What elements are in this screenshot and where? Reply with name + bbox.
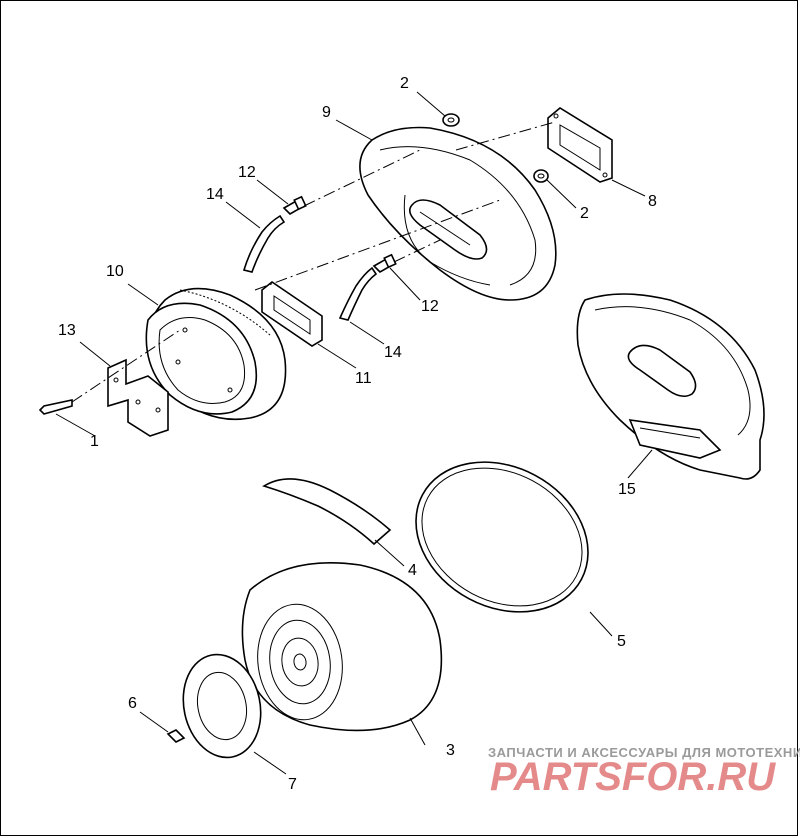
callout-6: 6 <box>128 695 137 712</box>
part-8-gasket <box>547 107 613 183</box>
part-12-breather-bolt-lower <box>372 253 397 273</box>
callout-4: 4 <box>408 562 417 579</box>
callout-2-top: 2 <box>400 75 409 92</box>
part-15-backplate-assembly <box>576 293 765 480</box>
callout-2-right: 2 <box>580 205 589 222</box>
part-3-cover <box>241 562 443 732</box>
callout-11: 11 <box>355 370 372 387</box>
part-6-screw <box>166 729 186 743</box>
alignment-lines <box>71 121 556 403</box>
callout-13: 13 <box>58 322 76 339</box>
callout-12-upper: 12 <box>238 164 256 181</box>
callout-1: 1 <box>90 433 99 450</box>
leader-lines <box>55 91 653 775</box>
part-4-trim-strip <box>262 478 392 546</box>
callout-8: 8 <box>648 193 657 210</box>
callout-14-upper: 14 <box>206 186 224 203</box>
part-1-bolt <box>38 399 73 415</box>
part-9-backplate <box>359 126 557 301</box>
part-11-gasket <box>261 281 323 347</box>
part-7-medallion <box>182 653 262 759</box>
part-13-bracket <box>107 358 169 437</box>
part-2-washer-right <box>533 169 549 183</box>
callout-7: 7 <box>288 776 297 793</box>
callout-5: 5 <box>617 633 626 650</box>
watermark: ЗАПЧАСТИ И АКСЕССУАРЫ ДЛЯ МОТОТЕХНИКИ PA… <box>488 745 800 799</box>
callout-3: 3 <box>446 742 455 759</box>
callout-10: 10 <box>106 263 124 280</box>
callout-14-lower: 14 <box>384 344 402 361</box>
callout-15: 15 <box>618 481 636 498</box>
part-2-washer-top <box>442 113 460 127</box>
callout-9: 9 <box>322 104 331 121</box>
callout-labels: 1 2 2 3 4 5 6 7 8 9 10 11 12 12 13 14 14… <box>58 75 657 793</box>
callout-12-lower: 12 <box>421 298 439 315</box>
part-12-breather-bolt-upper <box>282 195 307 215</box>
watermark-tagline: ЗАПЧАСТИ И АКСЕССУАРЫ ДЛЯ МОТОТЕХНИКИ <box>488 745 800 760</box>
part-10-filter-element <box>145 287 287 421</box>
part-5-seal-ring <box>415 461 589 613</box>
part-14-hose-upper <box>242 214 286 273</box>
watermark-logo: PARTSFOR.RU <box>490 755 776 799</box>
part-14-hose-lower <box>338 266 378 321</box>
